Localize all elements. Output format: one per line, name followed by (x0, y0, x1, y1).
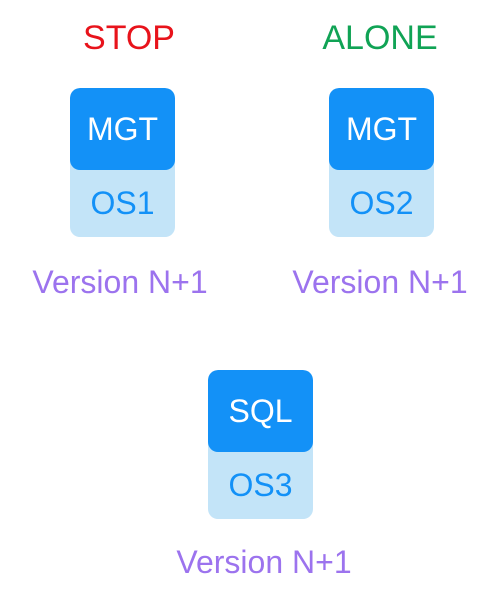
node-3-stack: SQL OS3 (208, 370, 313, 519)
node-3-os-block: OS3 (208, 452, 313, 519)
node-2-version-label: Version N+1 (292, 264, 468, 300)
node-1-version-label: Version N+1 (32, 264, 208, 300)
node-2-service-label: MGT (345, 110, 418, 147)
node-2-os-block: OS2 (329, 170, 434, 237)
node-1-stack: MGT OS1 (70, 88, 175, 237)
node-2-stack: MGT OS2 (329, 88, 434, 237)
node-1-status-label: STOP (83, 19, 175, 57)
node-3-version-label: Version N+1 (176, 544, 352, 580)
node-2-os-label: OS2 (349, 185, 414, 221)
node-1-os-block: OS1 (70, 170, 175, 237)
node-1-service-label: MGT (86, 110, 159, 147)
node-2-service-block: MGT (329, 88, 434, 170)
node-3-service-block: SQL (208, 370, 313, 452)
node-1-os-label: OS1 (90, 185, 155, 221)
node-3-service-label: SQL (228, 392, 293, 429)
node-3-os-label: OS3 (228, 467, 293, 503)
node-1-service-block: MGT (70, 88, 175, 170)
node-2-status-label: ALONE (322, 19, 438, 57)
